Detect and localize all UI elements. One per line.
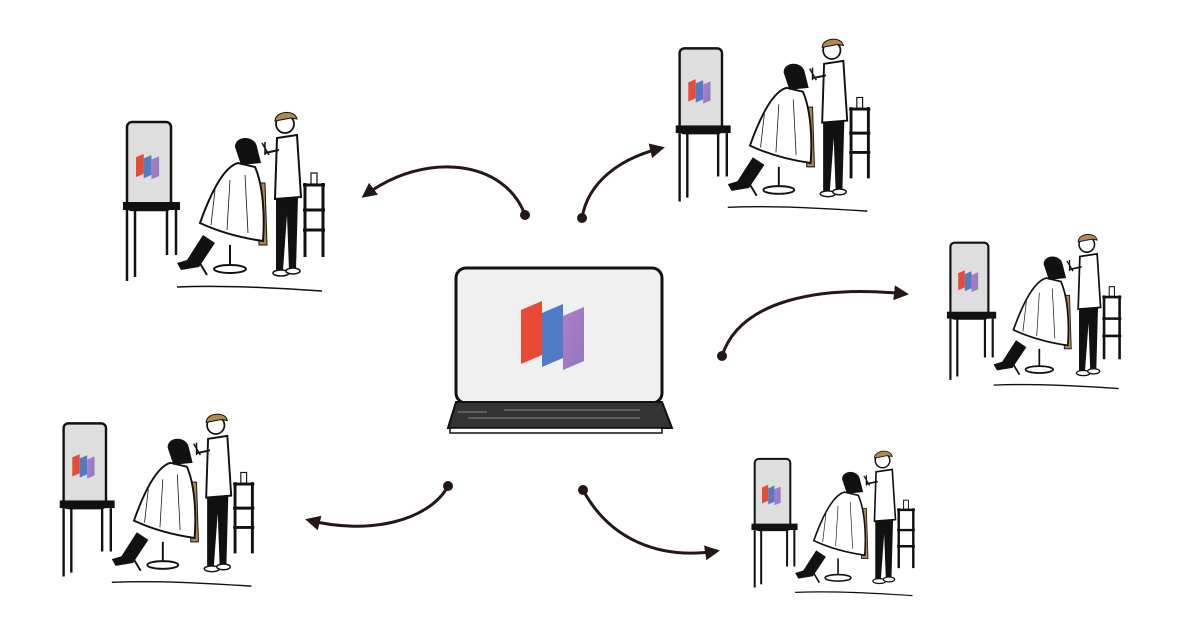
arrow-to-bottom-left — [305, 485, 450, 531]
salon-scene-bottom-left — [60, 414, 255, 586]
salon-scene-right — [947, 234, 1121, 388]
salon-scene-bottom-right — [751, 451, 914, 595]
laptop-icon — [446, 266, 674, 434]
arrow-to-top-right — [580, 143, 665, 219]
arrow-to-bottom-right — [581, 489, 720, 561]
arrows — [305, 143, 909, 561]
salon-scene-top-right — [676, 39, 871, 211]
app-logo-icon — [521, 301, 584, 370]
arrow-to-top-left — [361, 165, 527, 216]
salon-scene-top-left — [123, 112, 325, 291]
arrow-origin-dots — [443, 210, 727, 495]
arrow-to-right — [720, 285, 909, 357]
